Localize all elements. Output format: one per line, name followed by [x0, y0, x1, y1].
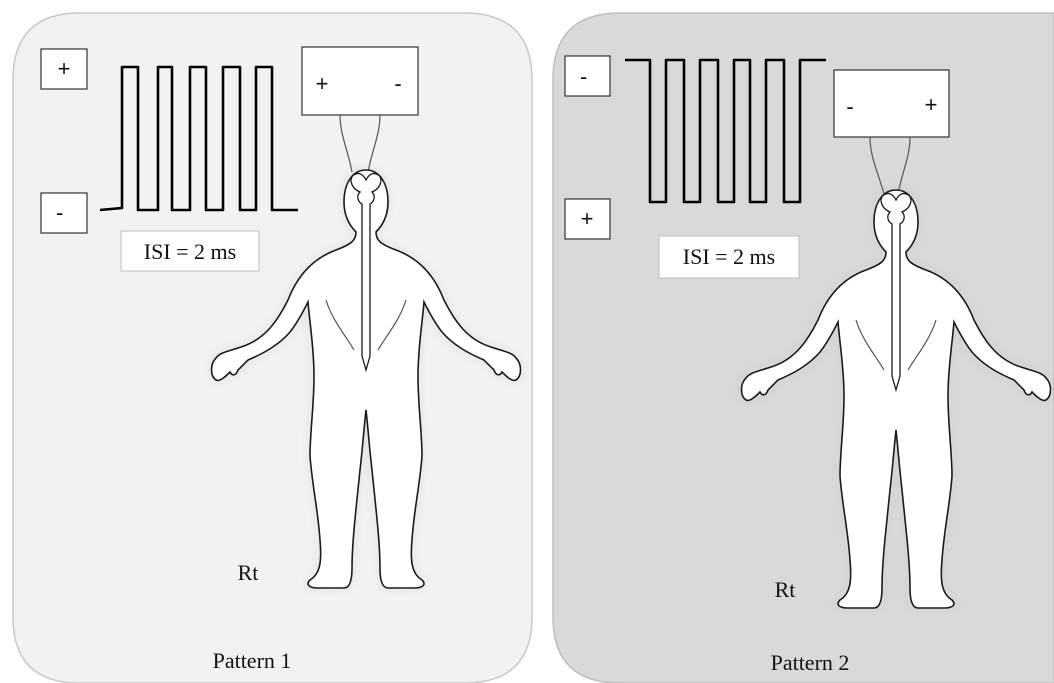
panel-label: Pattern 1	[213, 648, 292, 673]
electrode-right-sign: -	[394, 71, 401, 96]
isi-label: ISI = 2 ms	[683, 244, 775, 269]
isi-label: ISI = 2 ms	[144, 239, 236, 264]
electrode-right-sign: +	[925, 92, 938, 117]
upper-polarity-box	[565, 56, 610, 96]
pattern-2-panel: - + ISI = 2 ms - + Rt Pattern 2	[553, 13, 1054, 683]
pattern-1-panel: + - ISI = 2 ms + - Rt Pattern 1	[13, 13, 532, 683]
side-label: Rt	[775, 577, 796, 602]
electrode-left-sign: -	[846, 94, 853, 119]
lower-polarity-sign: +	[581, 206, 594, 231]
upper-polarity-sign: -	[580, 64, 587, 89]
panel-label: Pattern 2	[771, 650, 850, 675]
lower-polarity-box	[41, 193, 87, 233]
lower-polarity-sign: -	[56, 200, 63, 225]
upper-polarity-sign: +	[58, 56, 71, 81]
electrode-left-sign: +	[316, 71, 329, 96]
side-label: Rt	[238, 560, 259, 585]
